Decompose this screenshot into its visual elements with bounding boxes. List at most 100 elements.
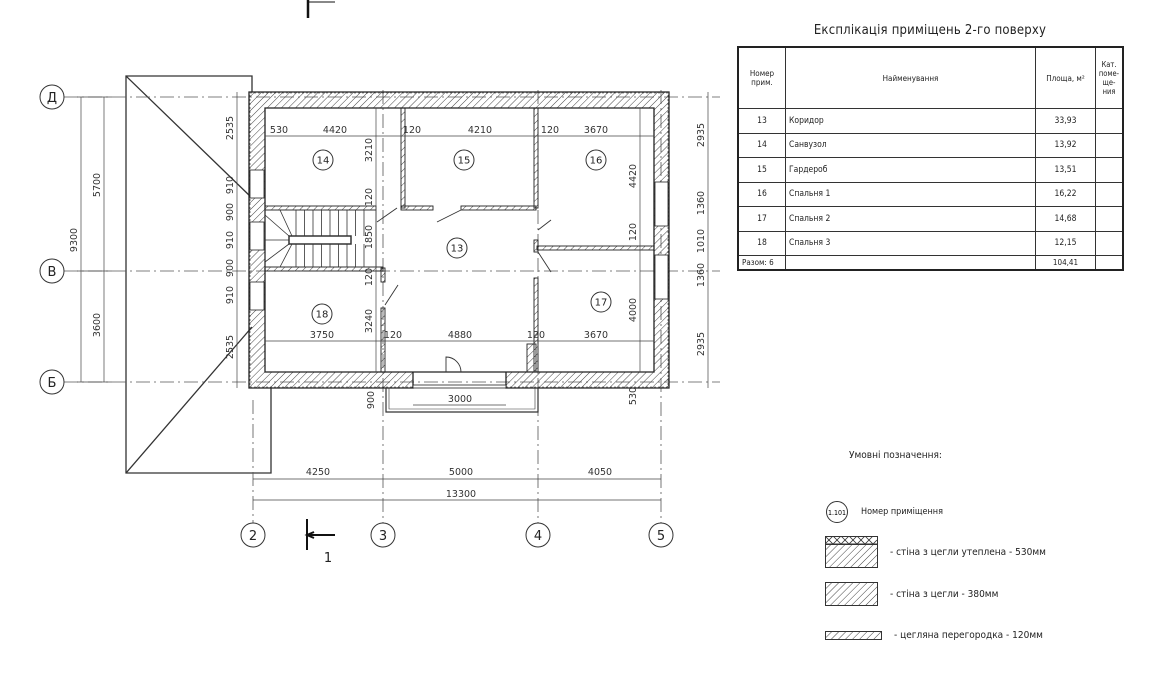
dimension-label: 5700 (92, 173, 103, 197)
insulated-wall-hatch-icon (825, 536, 878, 568)
axis-label: В (48, 265, 57, 280)
legend-title: Умовні позначення: (849, 450, 942, 461)
cell-area: 12,15 (1035, 230, 1096, 256)
dimension-label: 4050 (588, 467, 612, 478)
dimension-label: 120 (403, 125, 421, 136)
dimension-label: 4000 (628, 298, 639, 322)
cell-num: 18 (737, 230, 786, 256)
cell-name: Спальня 1 (785, 181, 1036, 207)
dimension-label: 900 (225, 203, 236, 221)
partition-hatch-icon (825, 631, 882, 640)
axis-bubble (39, 84, 65, 110)
legend-label: - стіна з цегли утеплена - 530мм (890, 546, 1046, 558)
axis-bubble (648, 522, 674, 548)
legend-brick-wall: - стіна з цегли - 380мм (825, 582, 998, 606)
dimension-label: 2535 (225, 335, 236, 359)
dimension-label: 900 (366, 391, 377, 409)
room-number-bubble (585, 149, 607, 171)
room-number: 14 (317, 156, 330, 167)
room-number-bubble (311, 303, 333, 325)
cell-name: Спальня 3 (785, 230, 1036, 256)
legend-label: - цегляна перегородка - 120мм (894, 630, 1043, 641)
roof-outline (125, 75, 272, 474)
cell-num: 15 (737, 157, 786, 183)
dimension-label: 3210 (364, 138, 375, 162)
cell-num: 17 (737, 206, 786, 232)
table-title: Експлікація приміщень 2-го поверху (813, 23, 1047, 38)
dimension-label: 3670 (584, 125, 608, 136)
header-number: Номер прим. (737, 46, 786, 109)
dimension-label: 4420 (323, 125, 347, 136)
dimension-label: 4880 (448, 330, 472, 341)
cell-name: Спальня 2 (785, 206, 1036, 232)
dimension-label: 13300 (446, 489, 476, 500)
axis-bubble (39, 258, 65, 284)
dimension-label: 1360 (696, 263, 707, 287)
cell-name: Коридор (785, 108, 1036, 134)
dimension-label: 2935 (696, 123, 707, 147)
dimension-label: 530 (628, 387, 639, 405)
section-marker-top (306, 0, 335, 18)
cell-cat (1095, 206, 1124, 232)
header-name: Найменування (785, 46, 1036, 109)
dimension-label: 3750 (310, 330, 334, 341)
stair-step (264, 243, 290, 263)
axis-label: 4 (534, 529, 542, 544)
dimension-lines (77, 92, 709, 501)
stair-step (279, 209, 293, 237)
svg-text:1.101: 1.101 (828, 509, 846, 517)
cell-area: 13,51 (1035, 157, 1096, 183)
legend-room-number: 1.101 Номер приміщення (825, 500, 943, 524)
axis-label: 2 (249, 529, 257, 544)
balcony (385, 388, 539, 413)
exterior-wall (248, 91, 670, 389)
dimension-label: 4420 (628, 164, 639, 188)
axis-bubble (370, 522, 396, 548)
legend-partition: - цегляна перегородка - 120мм (825, 630, 1043, 641)
grid-axes (64, 90, 720, 523)
total-row: Разом: 6 104,41 (737, 255, 1124, 271)
axis-bubble (39, 369, 65, 395)
cell-num: 16 (737, 181, 786, 207)
dimension-label: 120 (364, 188, 375, 206)
brick-wall-hatch-icon (825, 582, 878, 606)
dimension-label: 530 (270, 125, 288, 136)
dimension-label: 3000 (448, 394, 472, 405)
cell-cat (1095, 181, 1124, 207)
dimension-label: 120 (541, 125, 559, 136)
dimension-label: 3600 (92, 313, 103, 337)
total-area: 104,41 (1035, 255, 1096, 271)
section-label: 1 (324, 551, 332, 566)
cell-num: 13 (737, 108, 786, 134)
room-number-bubble (453, 149, 475, 171)
stair-step (264, 214, 290, 237)
cell-cat (1095, 108, 1124, 134)
dimension-label: 3670 (584, 330, 608, 341)
windows (249, 169, 669, 389)
dimension-label: 1850 (364, 225, 375, 249)
dimension-label: 4210 (468, 125, 492, 136)
section-marker-bottom (304, 519, 335, 550)
dimension-label: 120 (527, 330, 545, 341)
room-number: 18 (316, 310, 329, 321)
dimension-label: 2935 (696, 332, 707, 356)
dimension-label: 120 (364, 268, 375, 286)
axis-label: 3 (379, 529, 387, 544)
axis-bubble (240, 522, 266, 548)
room-number-bubble (446, 237, 468, 259)
cell-cat (1095, 132, 1124, 158)
cell-num: 14 (737, 132, 786, 158)
room-number-symbol-icon: 1.101 (826, 501, 848, 523)
cell-area: 13,92 (1035, 132, 1096, 158)
room-schedule-table: Номер прим. Найменування Площа, м² Кат. … (737, 46, 1124, 271)
staircase (264, 209, 377, 268)
cell-name: Гардероб (785, 157, 1036, 183)
doors (376, 207, 552, 373)
dimension-label: 1010 (696, 229, 707, 253)
dimension-label: 120 (628, 223, 639, 241)
legend-room-label: Номер приміщення (861, 507, 943, 517)
